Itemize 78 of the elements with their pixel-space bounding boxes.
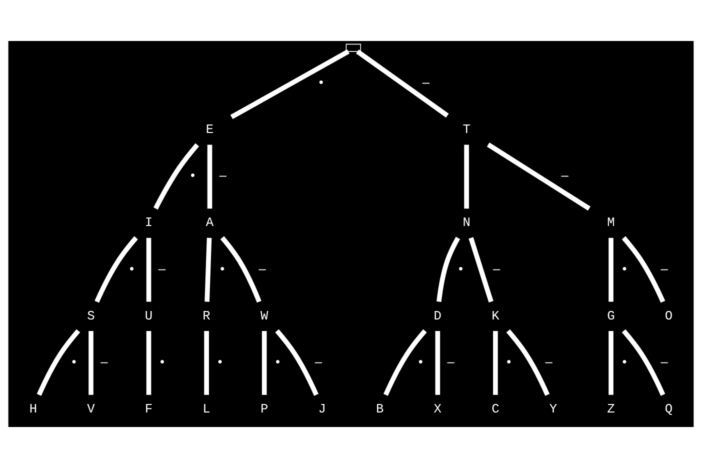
node-box xyxy=(346,44,362,52)
connector xyxy=(468,237,494,302)
edge-label: • xyxy=(72,354,76,369)
node-text: P xyxy=(260,401,268,416)
edge-label: • xyxy=(418,354,423,369)
edge-label: • xyxy=(130,260,134,276)
connector xyxy=(622,329,666,396)
edge-label: • xyxy=(276,354,280,369)
node-text: R xyxy=(202,308,210,324)
node-text: U xyxy=(144,308,153,324)
connector xyxy=(36,329,80,396)
edge-label: • xyxy=(458,260,464,276)
node-text: Q xyxy=(664,401,673,416)
node-text: G xyxy=(607,308,615,324)
connector xyxy=(622,236,666,303)
edge-label: • xyxy=(506,354,512,369)
connector xyxy=(154,143,200,210)
node-text: C xyxy=(492,401,500,416)
connector xyxy=(384,329,427,396)
connector xyxy=(220,236,262,303)
connector xyxy=(207,144,212,209)
node-text: F xyxy=(144,401,153,416)
edge-label: • xyxy=(220,260,225,276)
connector xyxy=(88,330,94,395)
node-text: X xyxy=(434,401,442,416)
edge-label: – xyxy=(219,168,227,183)
edge-label: – xyxy=(660,260,668,276)
node-text: A xyxy=(206,215,214,230)
edge-label: – xyxy=(493,260,500,276)
connector xyxy=(486,142,591,211)
connector xyxy=(493,330,498,395)
connector xyxy=(436,236,460,302)
node-text: N xyxy=(462,215,470,230)
node-text: Y xyxy=(549,401,558,416)
node-text: V xyxy=(87,401,95,416)
connector xyxy=(464,144,469,209)
node-text: Z xyxy=(607,401,615,416)
connector xyxy=(262,330,267,395)
edge-label: • xyxy=(622,354,627,369)
edge-label: – xyxy=(314,354,322,369)
node-text: M xyxy=(607,215,615,230)
node-text: E xyxy=(206,122,214,138)
edge-label: – xyxy=(422,74,430,90)
edge-label: • xyxy=(218,354,222,369)
node-text: K xyxy=(492,308,500,324)
edge-label: – xyxy=(158,260,166,276)
connector xyxy=(608,238,614,302)
edge-label: – xyxy=(447,354,454,369)
edge-label: • xyxy=(190,168,195,183)
edge-label: • xyxy=(160,354,165,369)
connector xyxy=(435,330,440,395)
connector xyxy=(204,330,209,395)
node-text: O xyxy=(664,308,673,324)
edge-label: – xyxy=(100,354,108,369)
edge-label: – xyxy=(545,354,552,369)
node-text: L xyxy=(202,401,210,416)
connector xyxy=(506,329,550,396)
node-text: B xyxy=(376,401,384,416)
node-text: J xyxy=(318,401,326,416)
edge-label: – xyxy=(660,354,668,369)
connector xyxy=(275,329,318,396)
connector xyxy=(608,330,614,395)
node-text: S xyxy=(87,308,95,324)
edge-label: • xyxy=(318,74,324,90)
connector xyxy=(146,238,152,302)
node-text: W xyxy=(260,308,268,324)
node-text: D xyxy=(434,308,442,324)
node-text: T xyxy=(462,122,470,138)
node-text: H xyxy=(29,401,38,416)
connector xyxy=(356,50,449,118)
edge-label: – xyxy=(258,260,266,276)
connector xyxy=(94,236,138,303)
node-text: I xyxy=(144,215,153,230)
connector xyxy=(204,238,212,302)
edge-label: • xyxy=(622,260,627,276)
edge-label: – xyxy=(561,168,568,183)
connector xyxy=(230,49,350,120)
connector xyxy=(146,330,152,395)
